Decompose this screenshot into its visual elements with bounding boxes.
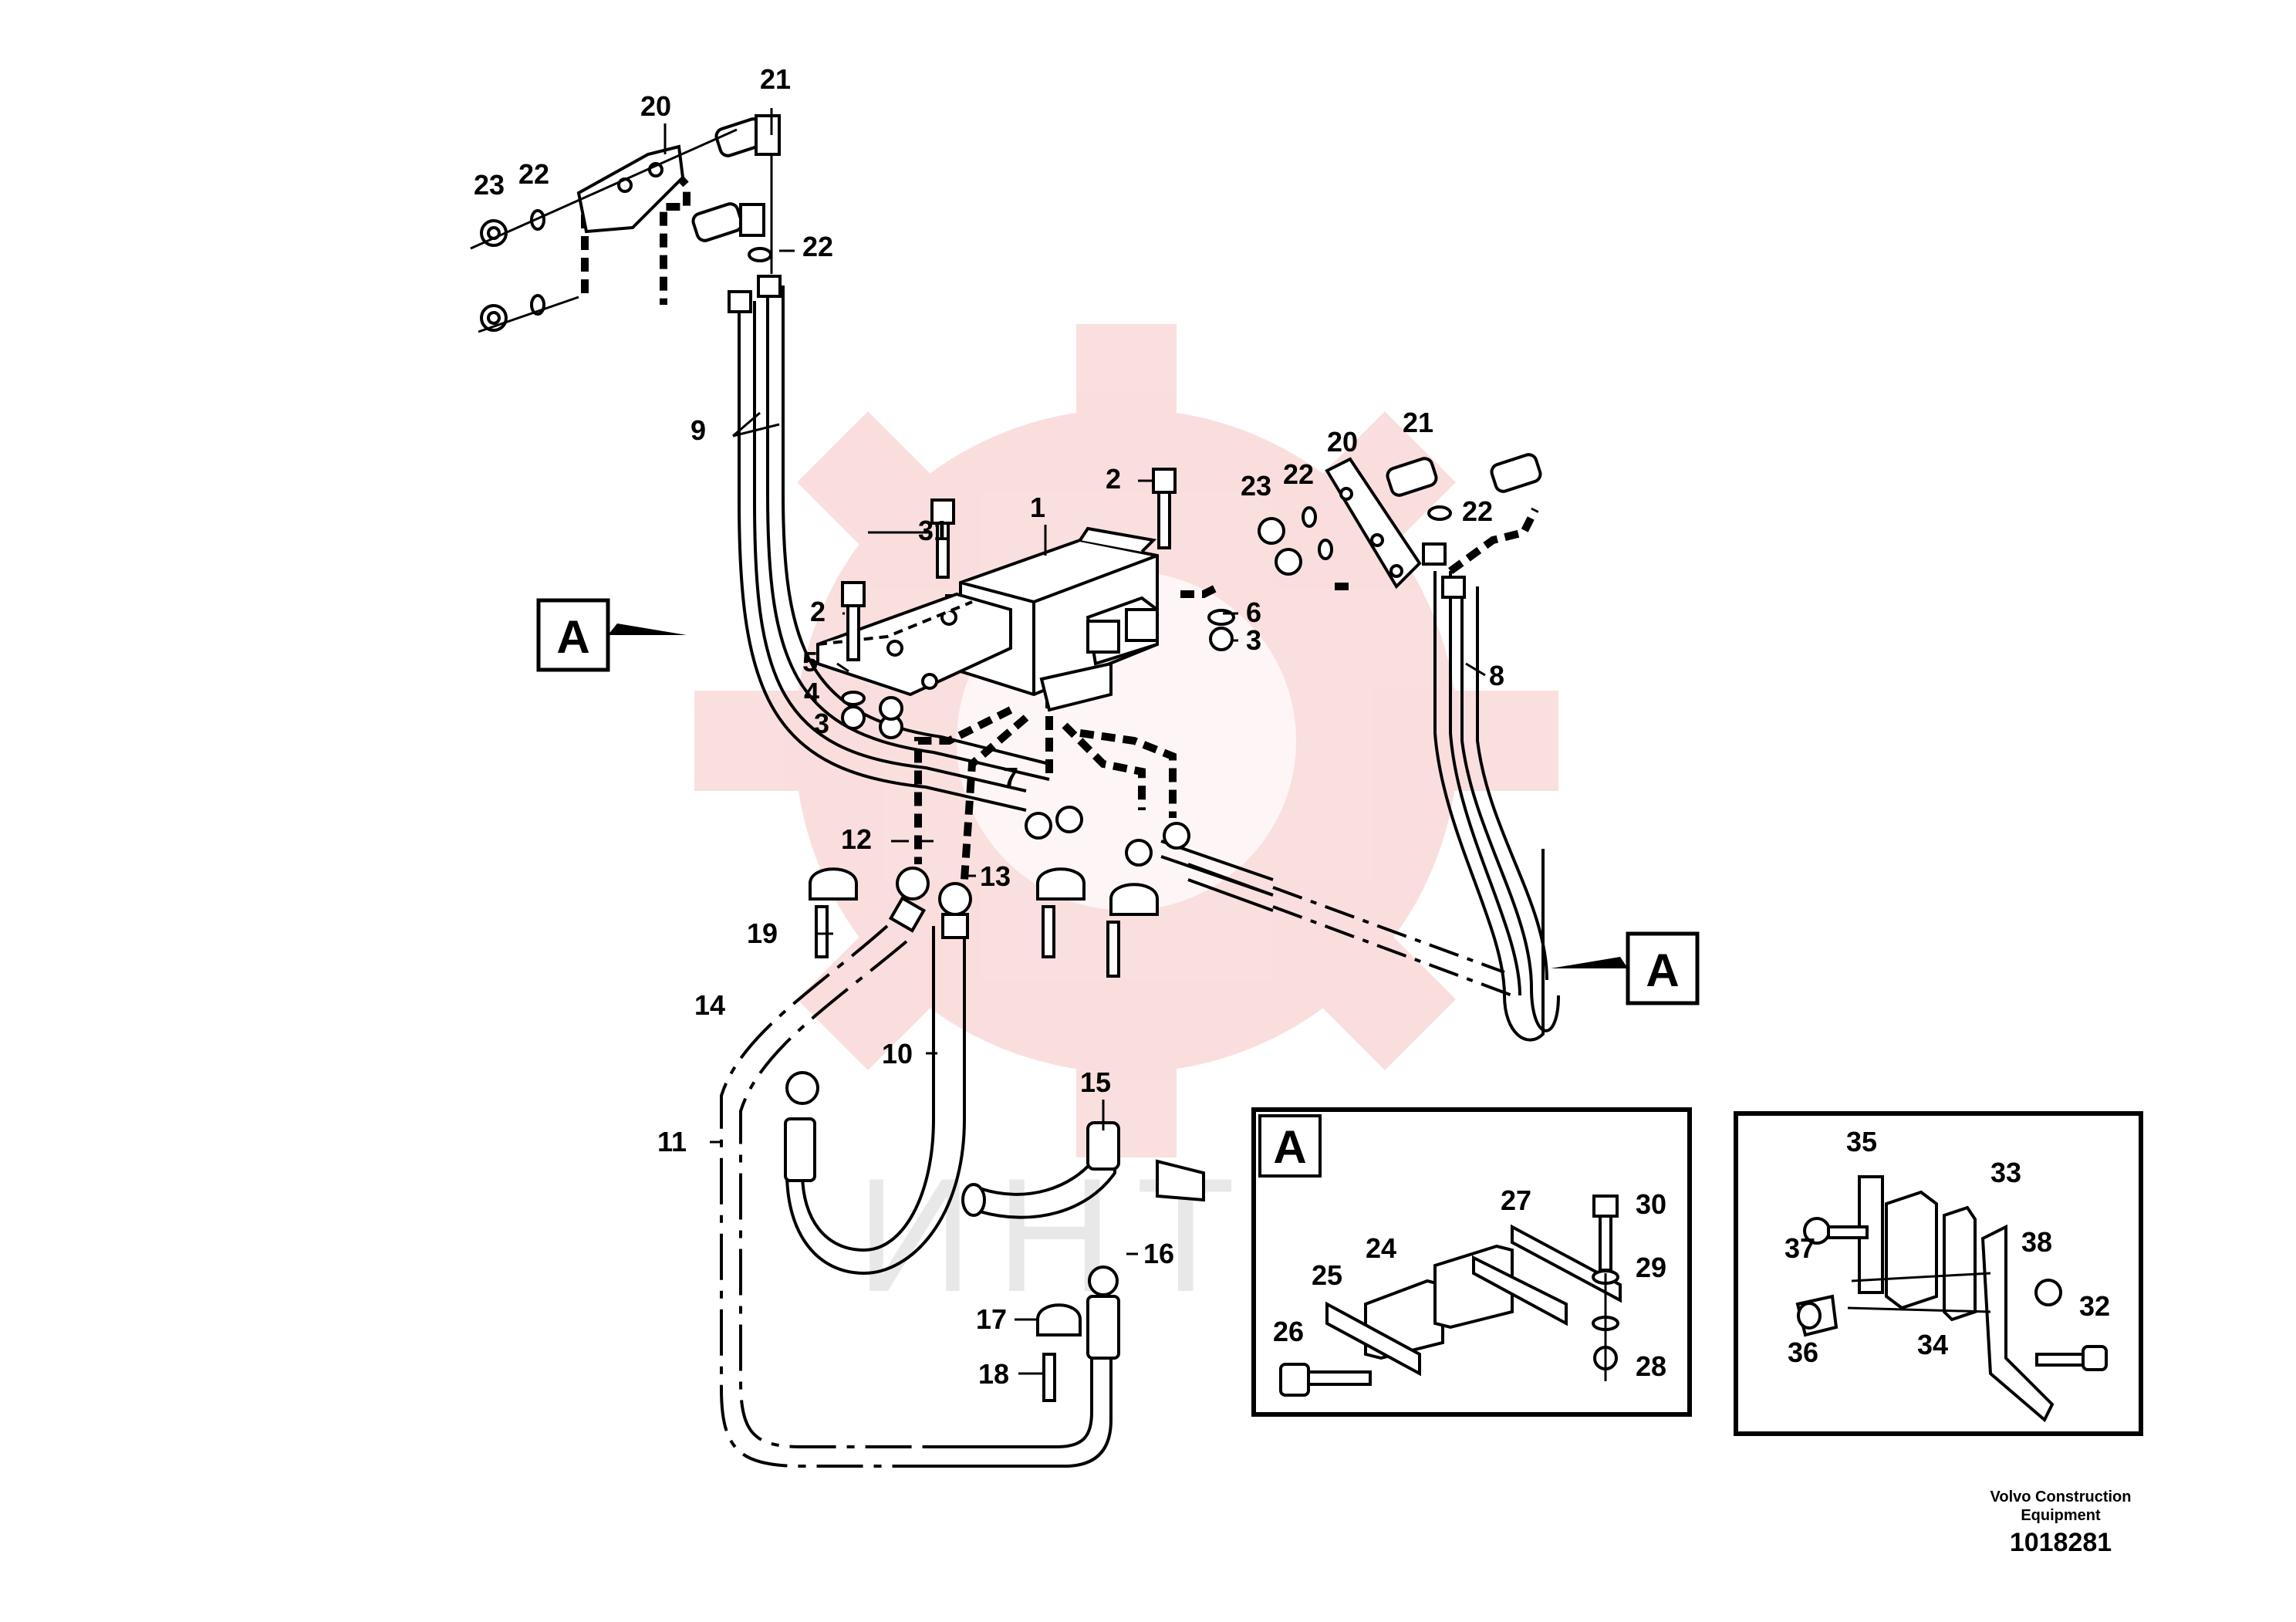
detail-box-right: [1734, 1111, 2143, 1436]
hose-clamps: [809, 867, 1159, 1402]
hose-10a: [801, 926, 935, 1252]
svg-text:A: A: [1273, 1121, 1306, 1173]
label-12: 12: [841, 823, 872, 855]
hose-8c: [1460, 586, 1560, 1032]
label-35: 35: [1846, 1126, 1877, 1157]
hose-8-lower-b: [1187, 878, 1274, 912]
hose-11c: [926, 1358, 1113, 1468]
hose-9a: [738, 301, 1027, 812]
label-22: 22: [802, 231, 833, 262]
bolts: [841, 468, 1235, 739]
hose-8d: [1476, 586, 1548, 981]
label-2: 2: [810, 596, 826, 627]
hose-8-dash-a: [1272, 886, 1505, 974]
label-30: 30: [1636, 1188, 1666, 1220]
label-19: 19: [747, 917, 778, 949]
label-13: 13: [980, 860, 1011, 892]
label-21: 21: [760, 63, 791, 95]
leader-lines: [663, 108, 1486, 1375]
label-4: 4: [804, 677, 819, 708]
label-7: 7: [1003, 762, 1018, 793]
label-1: 1: [1030, 492, 1045, 523]
hose-11b: [739, 940, 926, 1448]
footer-drawing-number: 1018281: [2009, 1528, 2112, 1557]
label-23: 23: [474, 169, 505, 201]
label-8: 8: [1489, 660, 1504, 691]
label-16: 16: [1143, 1238, 1174, 1269]
part-labels: 21 20 23 22 22 9 1 2 31 2 5 4 3 6 3 20 2…: [474, 63, 2110, 1390]
hose-8b: [1449, 571, 1521, 996]
valve-block: [959, 526, 1159, 712]
footer-company: Volvo Construction Equipment: [1990, 1489, 2132, 1524]
label-2: 2: [1106, 463, 1121, 495]
label-18: 18: [978, 1358, 1009, 1390]
label-3: 3: [1246, 624, 1261, 656]
label-33: 33: [1990, 1157, 2021, 1188]
hose-11a: [720, 924, 926, 1468]
label-26: 26: [1273, 1316, 1304, 1347]
label-27: 27: [1501, 1184, 1531, 1216]
hose-fittings: [784, 806, 1205, 1360]
label-22: 22: [518, 158, 549, 190]
label-29: 29: [1636, 1252, 1666, 1283]
hose-9b: [753, 301, 1027, 792]
callout-a-right: A: [1551, 931, 1700, 1005]
label-20: 20: [1327, 426, 1358, 458]
detail-box-a: A: [1251, 1107, 1692, 1417]
hose-8-lower-d: [1160, 855, 1274, 897]
label-6: 6: [1246, 596, 1261, 628]
hose-8a: [1433, 571, 1545, 1042]
label-36: 36: [1788, 1336, 1818, 1368]
label-5: 5: [802, 646, 818, 678]
label-38: 38: [2021, 1226, 2052, 1258]
tube-15b: [979, 1134, 1116, 1219]
svg-text:A: A: [556, 611, 589, 663]
label-25: 25: [1312, 1259, 1342, 1291]
label-22: 22: [1462, 495, 1493, 527]
label-15: 15: [1080, 1066, 1111, 1098]
svg-text:A: A: [1646, 944, 1679, 996]
hose-11d: [926, 1358, 1093, 1448]
bracket-group-top-left-lines: [470, 128, 773, 333]
label-32: 32: [2079, 1290, 2110, 1322]
hose-9c: [766, 286, 1050, 781]
label-14: 14: [694, 989, 725, 1021]
label-28: 28: [1636, 1350, 1666, 1382]
label-23: 23: [1241, 470, 1271, 502]
label-34: 34: [1917, 1329, 1948, 1360]
hose-10b: [785, 926, 966, 1276]
label-17: 17: [976, 1303, 1007, 1335]
bracket-group-right: [1258, 453, 1542, 599]
label-31: 31: [918, 515, 949, 546]
label-37: 37: [1784, 1232, 1815, 1264]
label-21: 21: [1403, 407, 1433, 438]
label-9: 9: [690, 414, 706, 446]
callout-a-left: A: [536, 598, 687, 672]
label-3: 3: [814, 708, 829, 739]
label-24: 24: [1366, 1232, 1396, 1264]
label-20: 20: [640, 90, 671, 122]
hose-8-dash-b: [1272, 905, 1513, 997]
label-11: 11: [657, 1126, 687, 1157]
label-22: 22: [1283, 458, 1314, 490]
label-10: 10: [882, 1038, 913, 1070]
